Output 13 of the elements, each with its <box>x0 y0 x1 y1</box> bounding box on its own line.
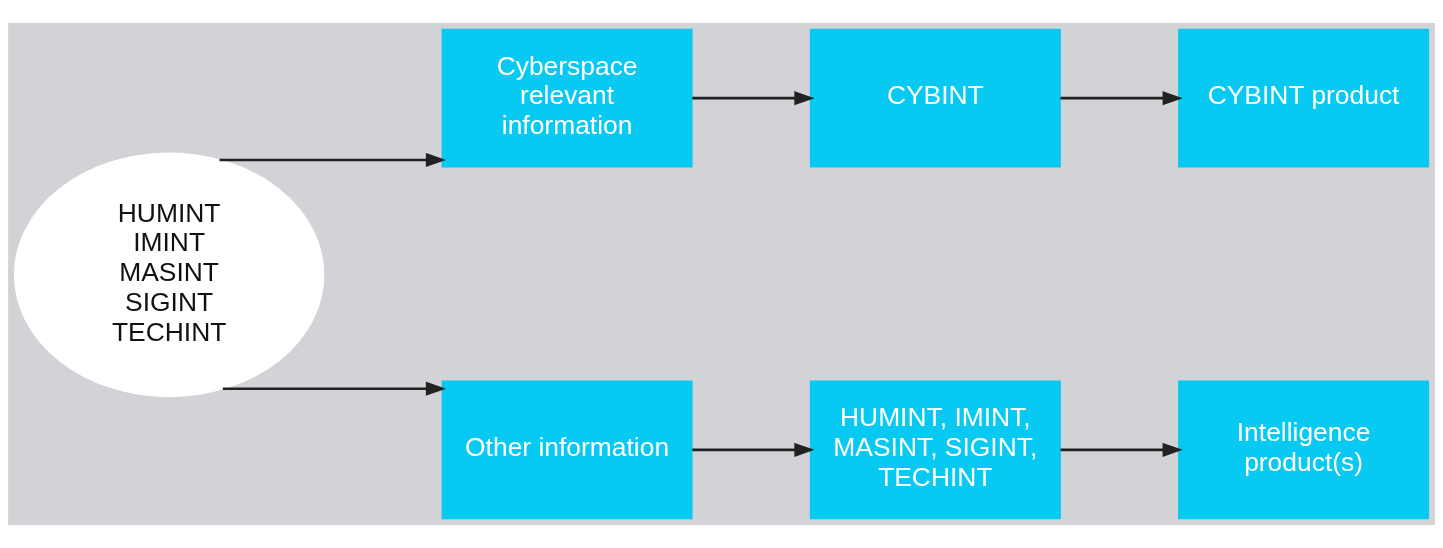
node-box: Other information <box>441 380 693 520</box>
node-box: Cyberspace relevant information <box>441 28 693 168</box>
arrow <box>1060 442 1183 457</box>
arrow <box>1060 91 1183 106</box>
arrow <box>692 91 815 106</box>
node-box: CYBINT product <box>1178 28 1430 168</box>
node-ellipse: HUMINT IMINT MASINT SIGINT TECHINT <box>13 152 325 398</box>
arrow <box>222 381 447 396</box>
node-box: Intelligence product(s) <box>1178 380 1430 520</box>
arrow <box>692 442 815 457</box>
node-box: CYBINT <box>809 28 1061 168</box>
arrow <box>219 152 447 168</box>
node-box: HUMINT, IMINT, MASINT, SIGINT, TECHINT <box>809 380 1061 520</box>
